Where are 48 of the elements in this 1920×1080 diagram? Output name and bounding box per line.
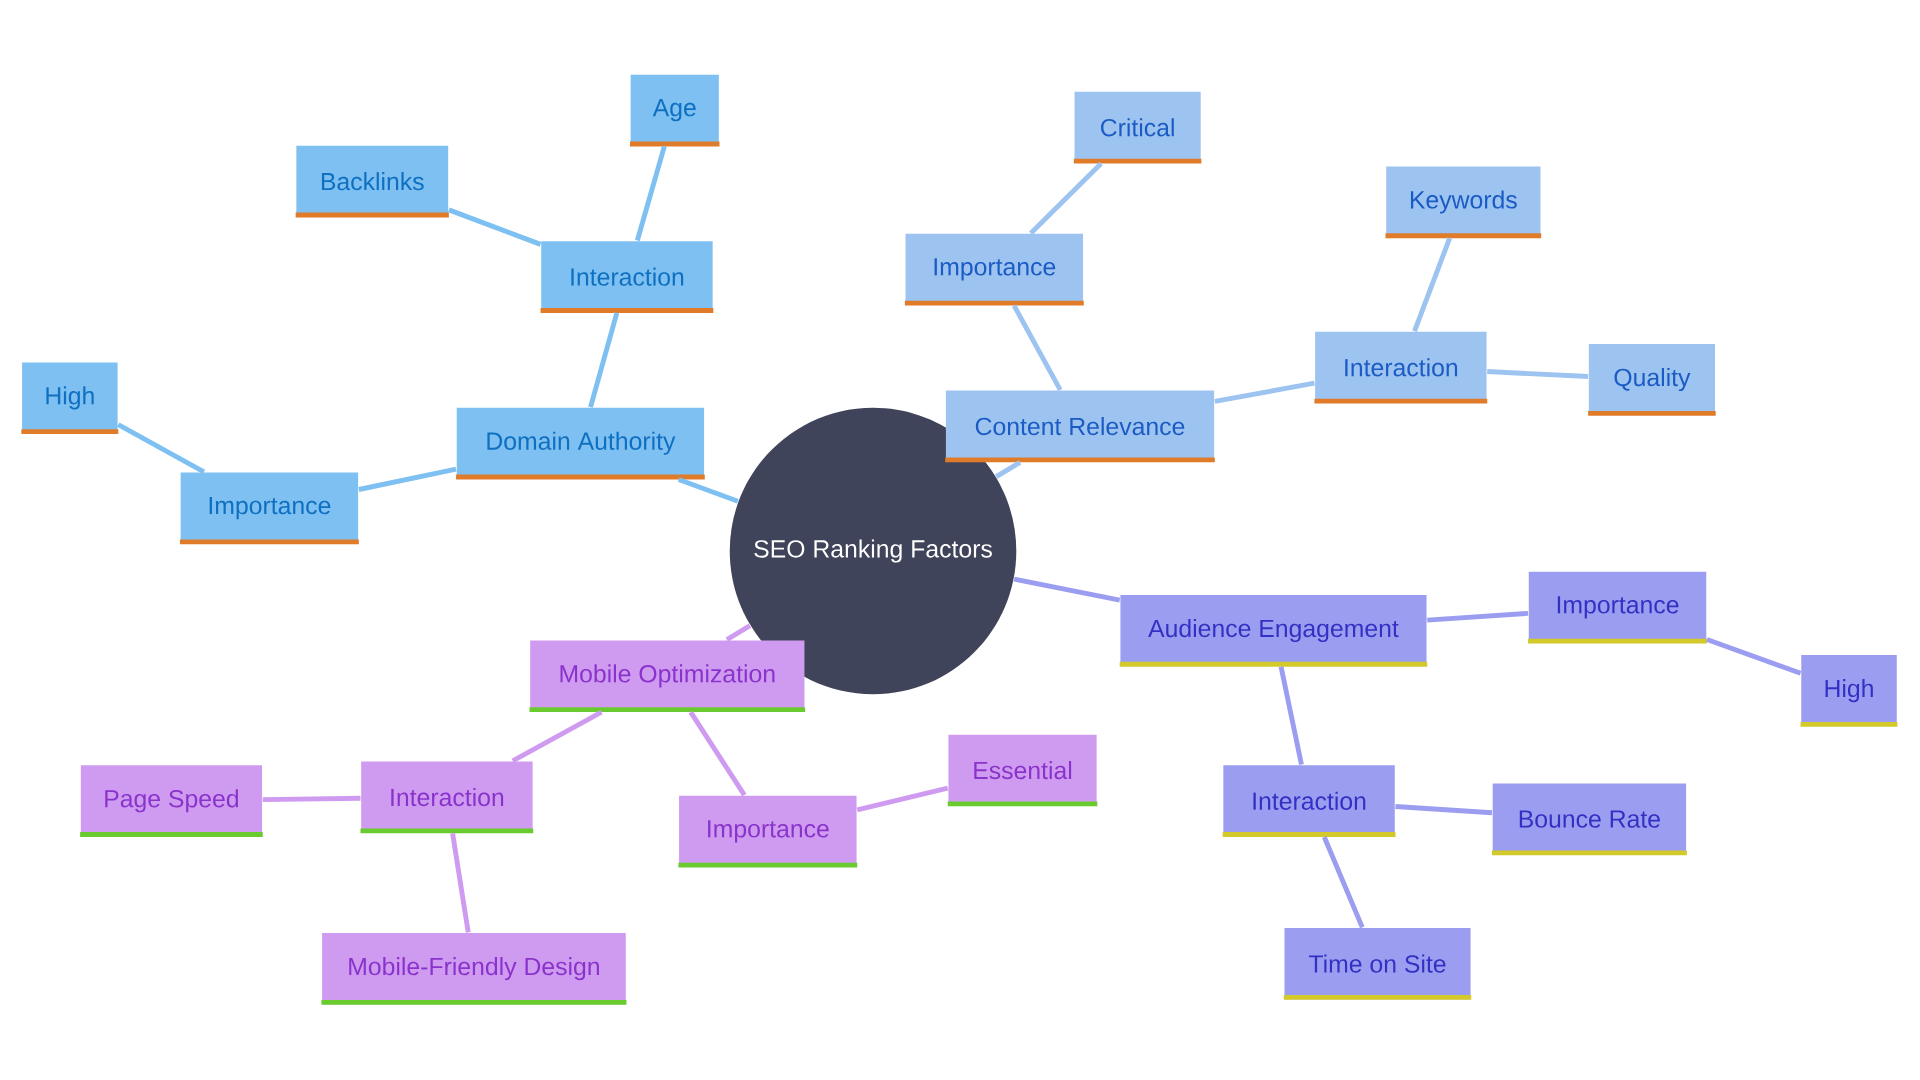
topic-box: Page Speed: [80, 765, 263, 837]
connector-line: [1011, 304, 1063, 392]
connector-line: [1395, 804, 1493, 816]
topic-box: Age: [630, 74, 720, 147]
topic-box: Domain Authority: [456, 407, 705, 480]
topic-box: Interaction: [540, 241, 714, 313]
connector-line: [1427, 610, 1529, 623]
connector-line: [117, 422, 206, 475]
topic-box: Content Relevance: [945, 390, 1215, 463]
connector-line: [1706, 637, 1802, 676]
topic-box: Quality: [1588, 344, 1716, 416]
topic-box: Importance: [904, 233, 1084, 306]
topic-box: Time on Site: [1283, 928, 1472, 1000]
connector-line: [677, 477, 739, 504]
connector-line: [995, 460, 1022, 479]
connector-line: [725, 623, 752, 642]
topic-box: High: [21, 362, 119, 435]
connector-line: [1322, 836, 1365, 929]
topic-box: Backlinks: [295, 145, 449, 218]
connector-line: [1412, 237, 1452, 332]
topic-box: Mobile-Friendly Design: [321, 933, 627, 1005]
topic-box: Interaction: [1222, 765, 1396, 837]
connector-line: [635, 145, 667, 242]
topic-box: Keywords: [1385, 166, 1542, 239]
connector-line: [358, 466, 457, 492]
connector-line: [1278, 666, 1304, 766]
connector-line: [1214, 380, 1315, 404]
connector-line: [1013, 576, 1121, 603]
connector-line: [1487, 369, 1589, 379]
topic-box: Importance: [678, 795, 858, 868]
topic-box: Importance: [1528, 571, 1707, 644]
topic-box: Interaction: [360, 761, 534, 834]
connector-line: [448, 207, 542, 247]
topic-box: Essential: [947, 734, 1098, 807]
connector-line: [511, 709, 603, 764]
topic-box: Interaction: [1314, 331, 1488, 404]
topic-box: Importance: [179, 472, 359, 545]
connector-line: [688, 710, 747, 797]
topic-box: Bounce Rate: [1492, 783, 1687, 856]
topic-box: Critical: [1073, 91, 1202, 164]
topic-box: High: [1800, 655, 1898, 727]
connector-line: [450, 832, 471, 933]
topic-box: Mobile Optimization: [529, 640, 806, 713]
connector-line: [856, 785, 949, 813]
connector-line: [262, 795, 361, 803]
topic-box: Audience Engagement: [1119, 595, 1428, 667]
connector-line: [588, 312, 620, 408]
connector-line: [1029, 161, 1103, 235]
